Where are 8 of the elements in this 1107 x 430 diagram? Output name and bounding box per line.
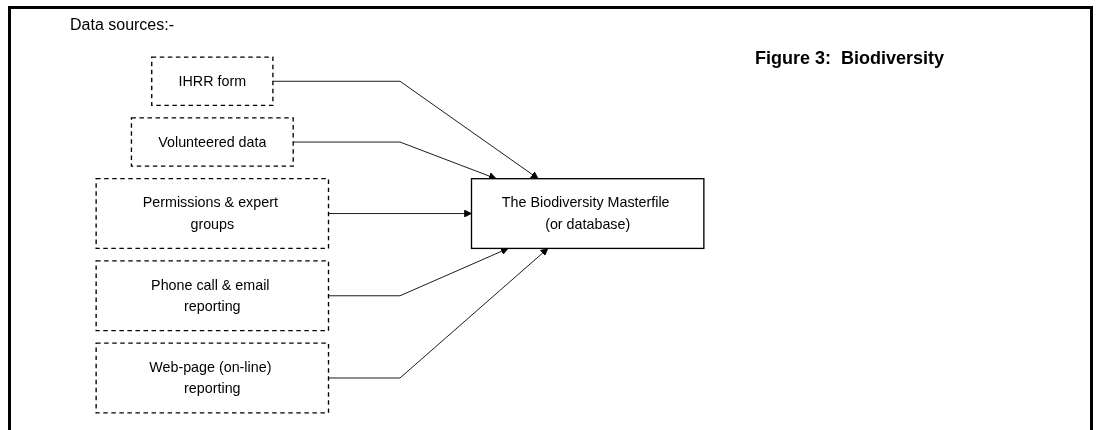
node-box: Phone call & email reporting <box>95 260 330 332</box>
node-box: IHRR form <box>151 56 274 107</box>
node-box: Volunteered data <box>130 117 294 167</box>
section-label: Data sources:- <box>70 16 175 34</box>
node-box: The Biodiversity Masterfile (or database) <box>470 178 705 250</box>
figure-title: Figure 3: Biodiversity <box>755 48 945 69</box>
node-box: Permissions & expert groups <box>95 178 330 250</box>
node-box: Web-page (on-line) reporting <box>95 342 330 414</box>
